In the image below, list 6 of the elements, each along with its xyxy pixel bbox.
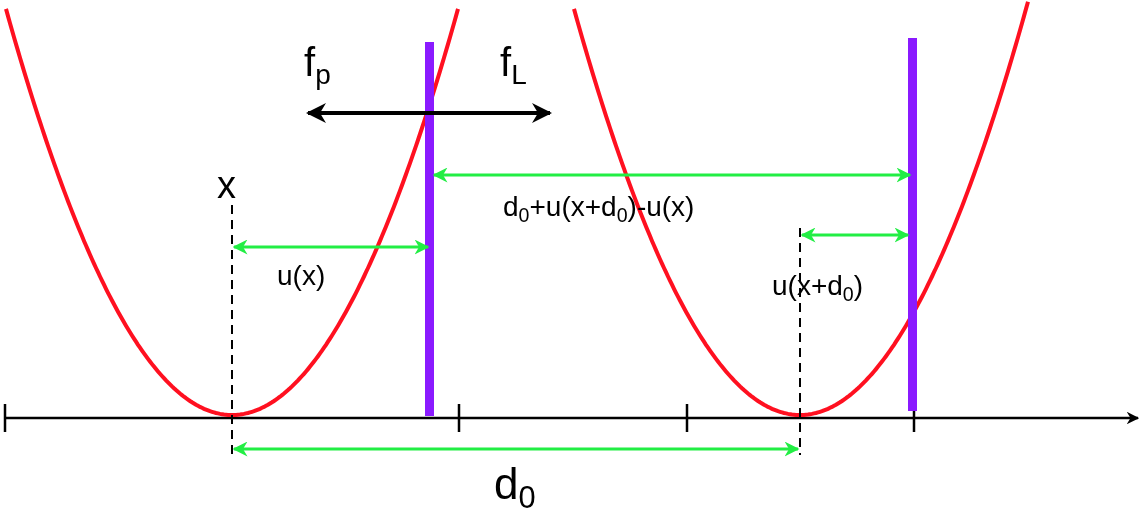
spacing-label: d$_{0}$ <box>494 462 536 515</box>
force-label: f$_{L}$ <box>500 42 527 90</box>
position-label: x <box>217 166 236 204</box>
displacement-label: u(x+d$_{0}$) <box>772 272 864 305</box>
displacement-label: u(x) <box>277 262 326 290</box>
force-label: f$_{p}$ <box>304 42 331 90</box>
